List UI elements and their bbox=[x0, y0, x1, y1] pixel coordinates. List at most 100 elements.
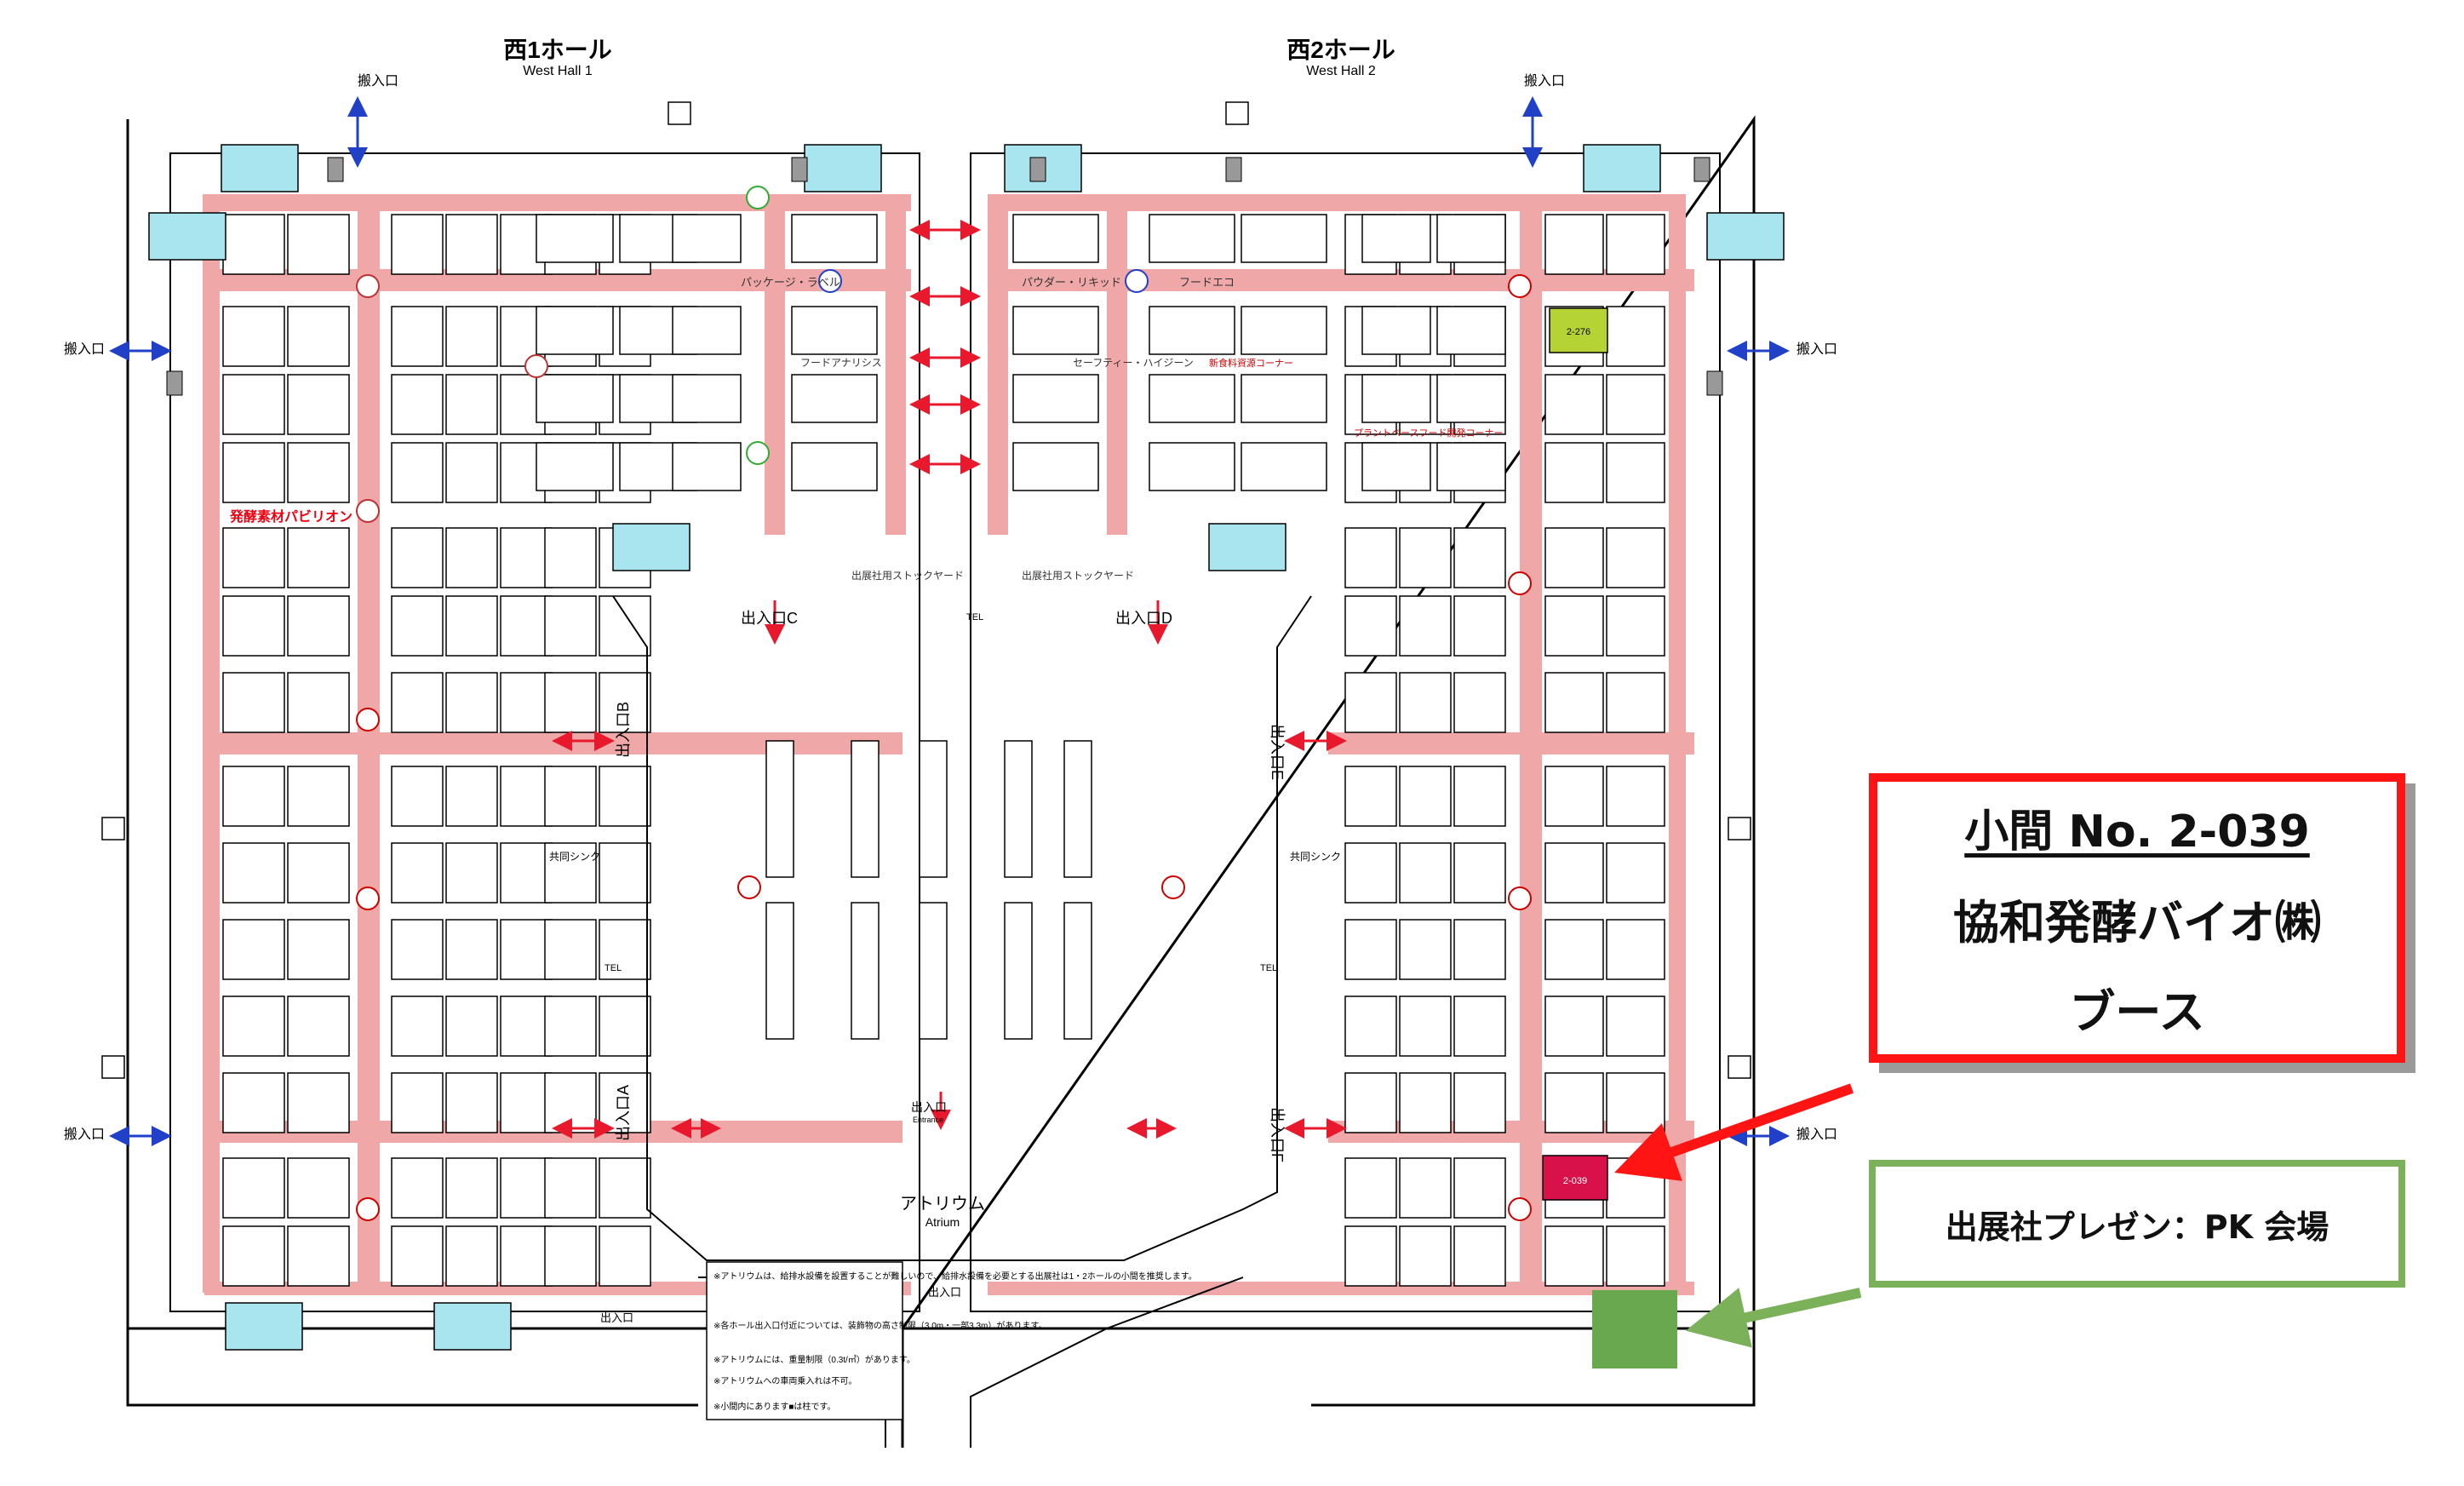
loading-label-nw: 搬入口 bbox=[358, 73, 398, 89]
restroom-icon bbox=[101, 817, 125, 841]
seminar-room-D bbox=[221, 144, 299, 192]
restroom-icon bbox=[668, 101, 691, 125]
booth-26 bbox=[391, 374, 444, 435]
hi-icon bbox=[1161, 875, 1185, 899]
booth-183 bbox=[1241, 306, 1327, 355]
booth-125 bbox=[544, 995, 597, 1057]
booth-204 bbox=[765, 740, 794, 878]
restroom-icon bbox=[1728, 1055, 1751, 1079]
booth-205 bbox=[765, 902, 794, 1040]
booth-140 bbox=[1399, 1072, 1452, 1133]
booth-47 bbox=[1606, 442, 1665, 503]
booth-117 bbox=[1453, 919, 1506, 980]
booth-171 bbox=[791, 214, 878, 263]
booth-85 bbox=[287, 766, 350, 827]
booth-80 bbox=[1399, 672, 1452, 733]
column-icon bbox=[1029, 157, 1046, 182]
booth-105 bbox=[1453, 842, 1506, 904]
column-icon bbox=[1225, 157, 1242, 182]
booth-107 bbox=[1606, 842, 1665, 904]
booth-75 bbox=[445, 672, 498, 733]
booth-142 bbox=[1544, 1072, 1604, 1133]
booth-191 bbox=[1149, 374, 1235, 423]
booth-113 bbox=[544, 919, 597, 980]
loading-label-w1: 搬入口 bbox=[64, 341, 105, 357]
highlight-booth-2-039 bbox=[1542, 1155, 1608, 1201]
booth-158 bbox=[391, 1225, 444, 1287]
booth-130 bbox=[1544, 995, 1604, 1057]
booth-36 bbox=[222, 442, 285, 503]
booth-11 bbox=[1606, 214, 1665, 275]
aisle-5 bbox=[988, 194, 1686, 211]
booth-156 bbox=[222, 1225, 285, 1287]
booth-184 bbox=[1361, 306, 1431, 355]
sink-label-2: 共同シンク bbox=[1290, 851, 1341, 863]
booth-83 bbox=[1606, 672, 1665, 733]
hi-icon bbox=[737, 875, 761, 899]
booth-152 bbox=[1399, 1157, 1452, 1219]
booth-133 bbox=[287, 1072, 350, 1133]
booth-97 bbox=[287, 842, 350, 904]
booth-103 bbox=[1344, 842, 1397, 904]
hall-title-west2: 西2ホール bbox=[1286, 37, 1395, 63]
ll-icon bbox=[746, 441, 770, 465]
booth-87 bbox=[445, 766, 498, 827]
entrance-e: 出入口E bbox=[1269, 724, 1286, 780]
aisle-9 bbox=[988, 1282, 1694, 1295]
zone-food-eco: フードエコ bbox=[1179, 276, 1235, 289]
entrance-sw: 出入口 bbox=[600, 1311, 633, 1324]
booth-185 bbox=[1436, 306, 1506, 355]
booth-84 bbox=[222, 766, 285, 827]
booth-73 bbox=[287, 672, 350, 733]
booth-23 bbox=[1606, 306, 1665, 367]
booth-53 bbox=[544, 527, 597, 588]
booth-197 bbox=[672, 442, 742, 491]
atrium-subtitle: Atrium bbox=[925, 1215, 960, 1229]
booth-76 bbox=[500, 672, 553, 733]
booth-194 bbox=[1436, 374, 1506, 423]
booth-99 bbox=[445, 842, 498, 904]
booth-206 bbox=[851, 740, 880, 878]
booth-77 bbox=[544, 672, 597, 733]
booth-61 bbox=[287, 595, 350, 657]
booth-69 bbox=[1453, 595, 1506, 657]
booth-82 bbox=[1544, 672, 1604, 733]
booth-120 bbox=[222, 995, 285, 1057]
hi-icon bbox=[356, 708, 380, 732]
hall-subtitle-west2: West Hall 2 bbox=[1306, 64, 1376, 78]
pk-callout: 出展社プレゼン：PK 会場 bbox=[1869, 1160, 2405, 1288]
notes-box: ※アトリウムは、給排水設備を設置することが難しいので、給排水設備を必要とする出展… bbox=[706, 1261, 1197, 1420]
booth-155 bbox=[1606, 1157, 1665, 1219]
booth-106 bbox=[1544, 842, 1604, 904]
booth-116 bbox=[1399, 919, 1452, 980]
booth-141 bbox=[1453, 1072, 1506, 1133]
booth-170 bbox=[672, 214, 742, 263]
column-icon bbox=[166, 370, 183, 396]
column-icon bbox=[1693, 157, 1710, 182]
aisle-10 bbox=[203, 194, 220, 1293]
zone-powder: パウダー・リキッド bbox=[1022, 276, 1121, 289]
loading-label-ne: 搬入口 bbox=[1524, 73, 1565, 89]
booth-126 bbox=[599, 995, 651, 1057]
aisle-7 bbox=[1328, 732, 1694, 754]
booth-203 bbox=[1436, 442, 1506, 491]
booth-208 bbox=[919, 740, 948, 878]
hi-icon bbox=[1508, 571, 1532, 595]
booth-157 bbox=[287, 1225, 350, 1287]
booth-166 bbox=[1544, 1225, 1604, 1287]
ll-icon bbox=[746, 186, 770, 209]
booth-number: 小間 No. 2-039 bbox=[1964, 806, 2310, 858]
booth-148 bbox=[500, 1157, 553, 1219]
loading-label-e2: 搬入口 bbox=[1796, 1127, 1837, 1142]
booth-98 bbox=[391, 842, 444, 904]
booth-132 bbox=[222, 1072, 285, 1133]
zone-safety: セーフティー・ハイジーン bbox=[1073, 357, 1194, 369]
booth-74 bbox=[391, 672, 444, 733]
booth-12 bbox=[222, 306, 285, 367]
booth-149 bbox=[544, 1157, 597, 1219]
note-5: ※小間内にあります■は柱です。 bbox=[713, 1401, 835, 1412]
note-4: ※アトリウムへの車両乗入れは不可。 bbox=[713, 1375, 857, 1386]
booth-188 bbox=[672, 374, 742, 423]
booth-193 bbox=[1361, 374, 1431, 423]
